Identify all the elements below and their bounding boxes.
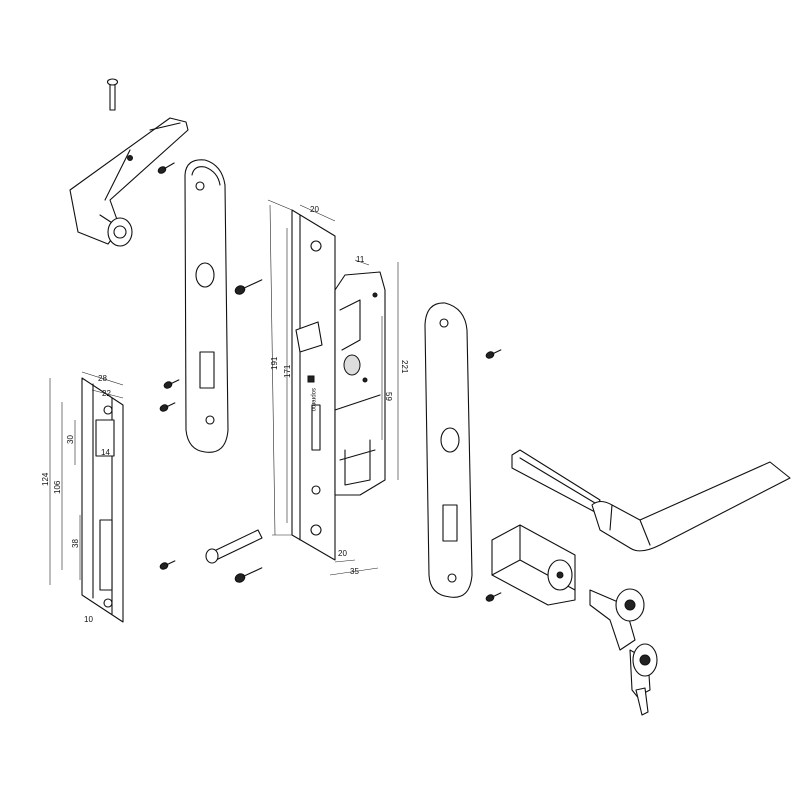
mortise-lock-body: sopremo	[291, 209, 386, 561]
right-lever-handle	[511, 449, 791, 552]
pin	[106, 78, 119, 111]
dim-center-distance: 59	[384, 392, 393, 401]
dim-screw-spacing: 171	[283, 364, 292, 378]
connecting-bolt	[205, 529, 263, 564]
left-lever-handle	[69, 117, 189, 247]
screws	[157, 162, 502, 602]
dim-strike-screw-spacing: 106	[53, 480, 62, 494]
dim-strike-width: 28	[98, 374, 107, 383]
dim-backset: 35	[350, 567, 359, 576]
dim-faceplate-width: 20	[310, 205, 319, 214]
left-escutcheon-plate	[184, 159, 229, 453]
dim-strike-opening-width: 14	[101, 448, 110, 457]
dim-strike-lower-opening: 38	[71, 539, 80, 548]
dim-strike-inner-width: 22	[102, 389, 111, 398]
dim-strike-edge-offset: 10	[84, 615, 93, 624]
lock-body-dimensions: 20 11 191 171 221 59 20 35	[267, 199, 409, 576]
dim-strike-opening-height: 30	[66, 435, 75, 444]
strike-plate-dimensions: 28 22 30 14 124 106 38 10	[41, 371, 124, 624]
dim-overall-height: 191	[270, 356, 279, 370]
keys	[589, 588, 658, 716]
dim-strike-overall-height: 124	[41, 472, 50, 486]
right-escutcheon-plate	[424, 302, 473, 598]
brand-logo: sopremo	[310, 388, 316, 412]
dim-faceplate-to-center: 20	[338, 549, 347, 558]
euro-cylinder	[491, 524, 576, 606]
strike-plate	[81, 377, 124, 623]
dim-backset-top: 11	[356, 255, 365, 264]
dim-case-height: 221	[400, 360, 409, 374]
